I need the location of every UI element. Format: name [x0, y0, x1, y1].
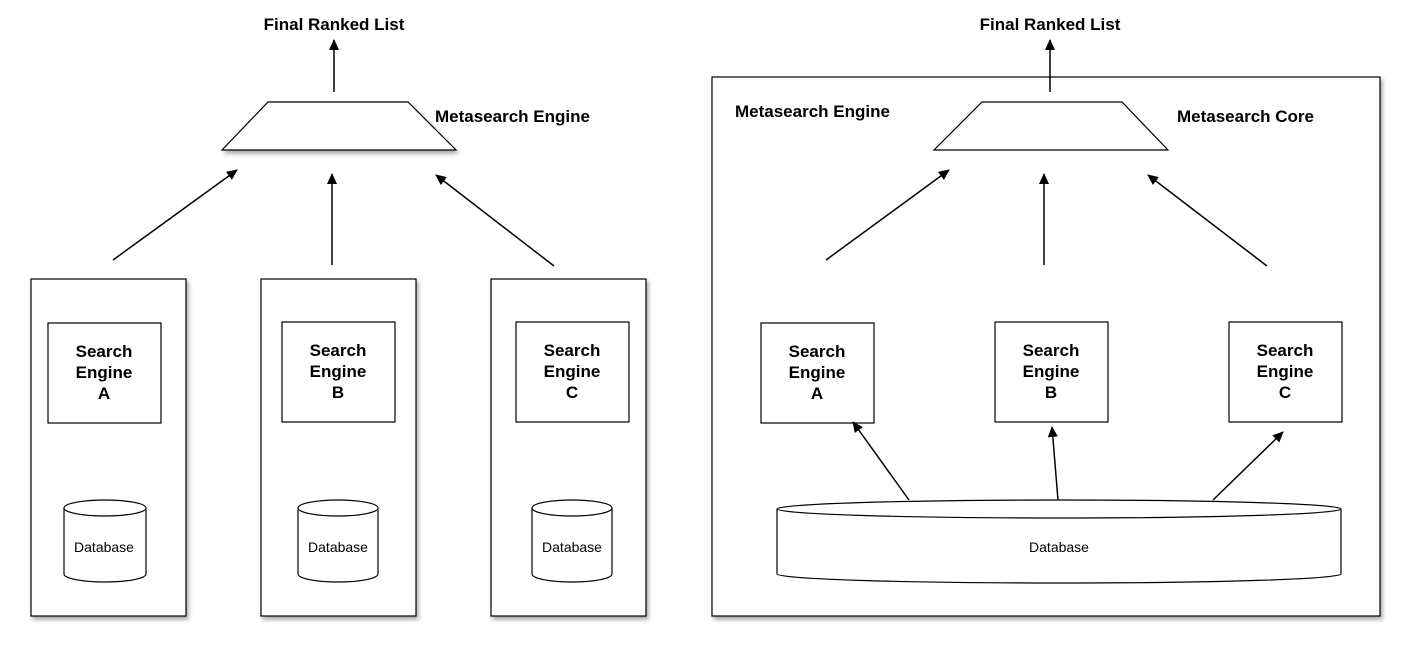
- left-search-engine-c-line-2: Engine: [544, 362, 601, 381]
- right-search-engine-b-line-2: Engine: [1023, 362, 1080, 381]
- right-search-engine-c-box: [1228, 321, 1343, 423]
- right-arrow-db-to-a: [852, 421, 910, 501]
- right-search-engine-c-line-1: Search: [1257, 341, 1314, 360]
- right-search-engine-b-line-1: Search: [1023, 341, 1080, 360]
- left-database-a-cylinder: [63, 499, 147, 583]
- left-column-c: Search Engine C Database: [490, 278, 647, 617]
- right-arrow-c-to-core: [1147, 174, 1268, 267]
- right-search-engine-a-box: [760, 322, 875, 424]
- right-search-engine-c-line-2: Engine: [1257, 362, 1314, 381]
- left-database-b-cylinder: [297, 499, 379, 583]
- left-arrow-a-to-metasearch: [112, 169, 238, 261]
- left-search-engine-b-line-1: Search: [310, 341, 367, 360]
- left-search-engine-b-line-3: B: [332, 383, 344, 402]
- left-database-a-label: Database: [74, 539, 134, 555]
- left-search-engine-a-box: [47, 322, 162, 424]
- left-final-ranked-list-label: Final Ranked List: [264, 15, 405, 34]
- left-column-a: Search Engine A Database: [30, 278, 187, 617]
- right-arrow-db-to-c: [1212, 431, 1284, 501]
- right-metasearch-core-trapezoid: [932, 101, 1170, 151]
- right-search-engine-a-line-1: Search: [789, 342, 846, 361]
- right-final-ranked-list-label: Final Ranked List: [980, 15, 1121, 34]
- right-shared-database-cylinder: [776, 499, 1342, 584]
- left-search-engine-a-line-1: Search: [76, 342, 133, 361]
- left-search-engine-c-line-1: Search: [544, 341, 601, 360]
- left-metasearch-engine-label: Metasearch Engine: [435, 107, 590, 126]
- left-search-engine-a-line-2: Engine: [76, 363, 133, 382]
- left-arrow-c-to-metasearch: [435, 174, 555, 267]
- left-search-engine-c-box: [515, 321, 630, 423]
- left-database-c-label: Database: [542, 539, 602, 555]
- left-diagram: Final Ranked List Metasearch Engine Sear…: [30, 15, 647, 617]
- right-search-engine-b-box: [994, 321, 1109, 423]
- left-column-b: Search Engine B Database: [260, 278, 417, 617]
- right-shared-database-label: Database: [1029, 539, 1089, 555]
- right-search-engine-c-line-3: C: [1279, 383, 1291, 402]
- left-search-engine-a-line-3: A: [98, 384, 110, 403]
- left-search-engine-c-line-3: C: [566, 383, 578, 402]
- right-search-engine-a-line-2: Engine: [789, 363, 846, 382]
- right-search-engine-a-line-3: A: [811, 384, 823, 403]
- left-search-engine-b-line-2: Engine: [310, 362, 367, 381]
- right-diagram: Final Ranked List Metasearch Engine Meta…: [711, 15, 1381, 617]
- left-database-c-cylinder: [531, 499, 613, 583]
- right-search-engine-b-line-3: B: [1045, 383, 1057, 402]
- right-metasearch-engine-label: Metasearch Engine: [735, 102, 890, 121]
- right-arrow-a-to-core: [825, 169, 950, 261]
- left-search-engine-b-box: [281, 321, 396, 423]
- left-database-b-label: Database: [308, 539, 368, 555]
- right-metasearch-core-label: Metasearch Core: [1177, 107, 1314, 126]
- left-metasearch-engine-trapezoid: [220, 101, 458, 151]
- right-arrow-db-to-b: [1047, 426, 1059, 501]
